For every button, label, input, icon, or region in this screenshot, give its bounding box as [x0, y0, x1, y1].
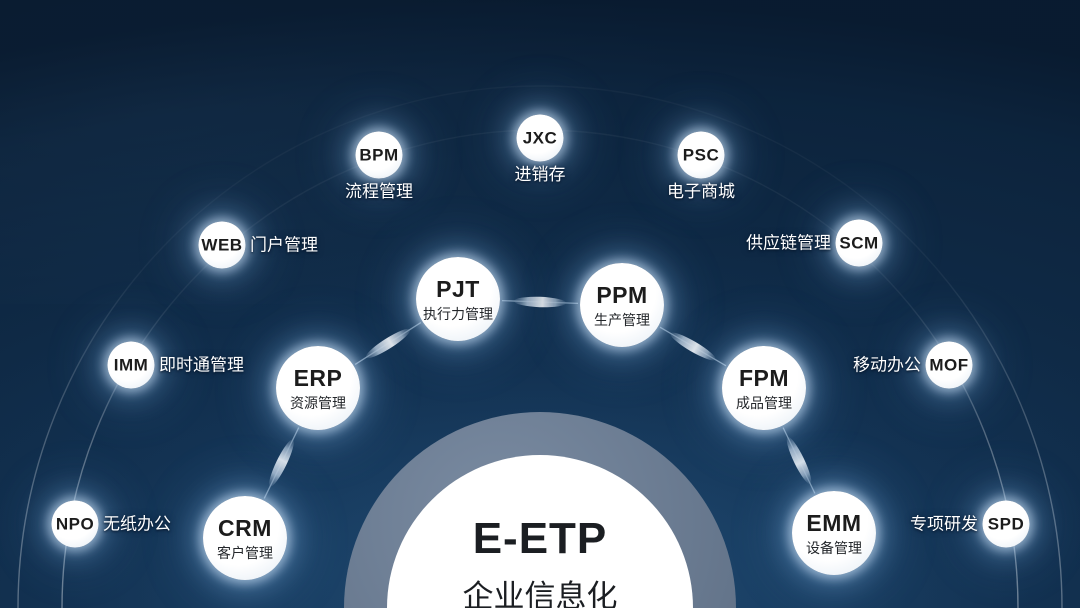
node-code: SCM	[839, 233, 879, 253]
inner-node-fpm[interactable]: FPM 成品管理	[722, 346, 806, 430]
outer-node-bpm[interactable]: BPM	[355, 131, 403, 179]
node-code: EMM	[806, 509, 862, 536]
outer-node-spd[interactable]: SPD	[982, 500, 1030, 548]
hub-subtitle: 企业信息化	[462, 579, 618, 608]
outer-node-label-web: 门户管理	[250, 235, 318, 255]
inner-node-ppm[interactable]: PPM 生产管理	[580, 263, 664, 347]
outer-node-label-imm: 即时通管理	[159, 355, 244, 375]
node-code: WEB	[201, 235, 243, 255]
node-label: 成品管理	[736, 394, 792, 411]
node-code: IMM	[113, 355, 149, 375]
node-code: NPO	[55, 514, 95, 534]
connector-highlight	[269, 439, 294, 487]
outer-node-label-psc: 电子商城	[667, 182, 735, 201]
outer-node-scm[interactable]: SCM	[835, 219, 883, 267]
connector-highlight	[514, 296, 566, 308]
outer-node-label-spd: 专项研发	[910, 514, 978, 534]
connector-highlight	[786, 436, 812, 485]
outer-node-jxc[interactable]: JXC	[516, 114, 564, 162]
connector-highlight	[670, 332, 716, 361]
node-label: 客户管理	[217, 544, 273, 561]
node-code: ERP	[293, 364, 343, 391]
node-code: JXC	[522, 128, 558, 148]
outer-node-imm[interactable]: IMM	[107, 341, 155, 389]
hub-title: E-ETP	[472, 514, 608, 563]
connector-highlight	[365, 328, 411, 359]
node-code: CRM	[218, 514, 272, 541]
outer-node-psc[interactable]: PSC	[677, 131, 725, 179]
inner-node-erp[interactable]: ERP 资源管理	[276, 346, 360, 430]
node-label: 生产管理	[594, 311, 650, 328]
node-label: 设备管理	[806, 539, 862, 556]
node-code: MOF	[929, 355, 969, 375]
node-code: BPM	[359, 145, 399, 165]
outer-node-label-jxc: 进销存	[514, 165, 566, 184]
node-code: PJT	[436, 275, 480, 302]
node-code: PSC	[682, 145, 720, 165]
node-label: 执行力管理	[423, 305, 493, 322]
outer-node-mof[interactable]: MOF	[925, 341, 973, 389]
outer-node-label-npo: 无纸办公	[103, 514, 171, 534]
node-code: FPM	[738, 364, 790, 391]
inner-node-pjt[interactable]: PJT 执行力管理	[416, 257, 500, 341]
outer-node-label-scm: 供应链管理	[746, 233, 831, 253]
outer-node-web[interactable]: WEB	[198, 221, 246, 269]
inner-node-crm[interactable]: CRM 客户管理	[203, 496, 287, 580]
inner-node-emm[interactable]: EMM 设备管理	[792, 491, 876, 575]
outer-node-npo[interactable]: NPO	[51, 500, 99, 548]
node-label: 资源管理	[290, 394, 346, 411]
outer-node-label-mof: 移动办公	[853, 355, 921, 375]
node-code: SPD	[987, 514, 1025, 534]
outer-node-label-bpm: 流程管理	[345, 182, 413, 201]
node-code: PPM	[596, 281, 648, 308]
